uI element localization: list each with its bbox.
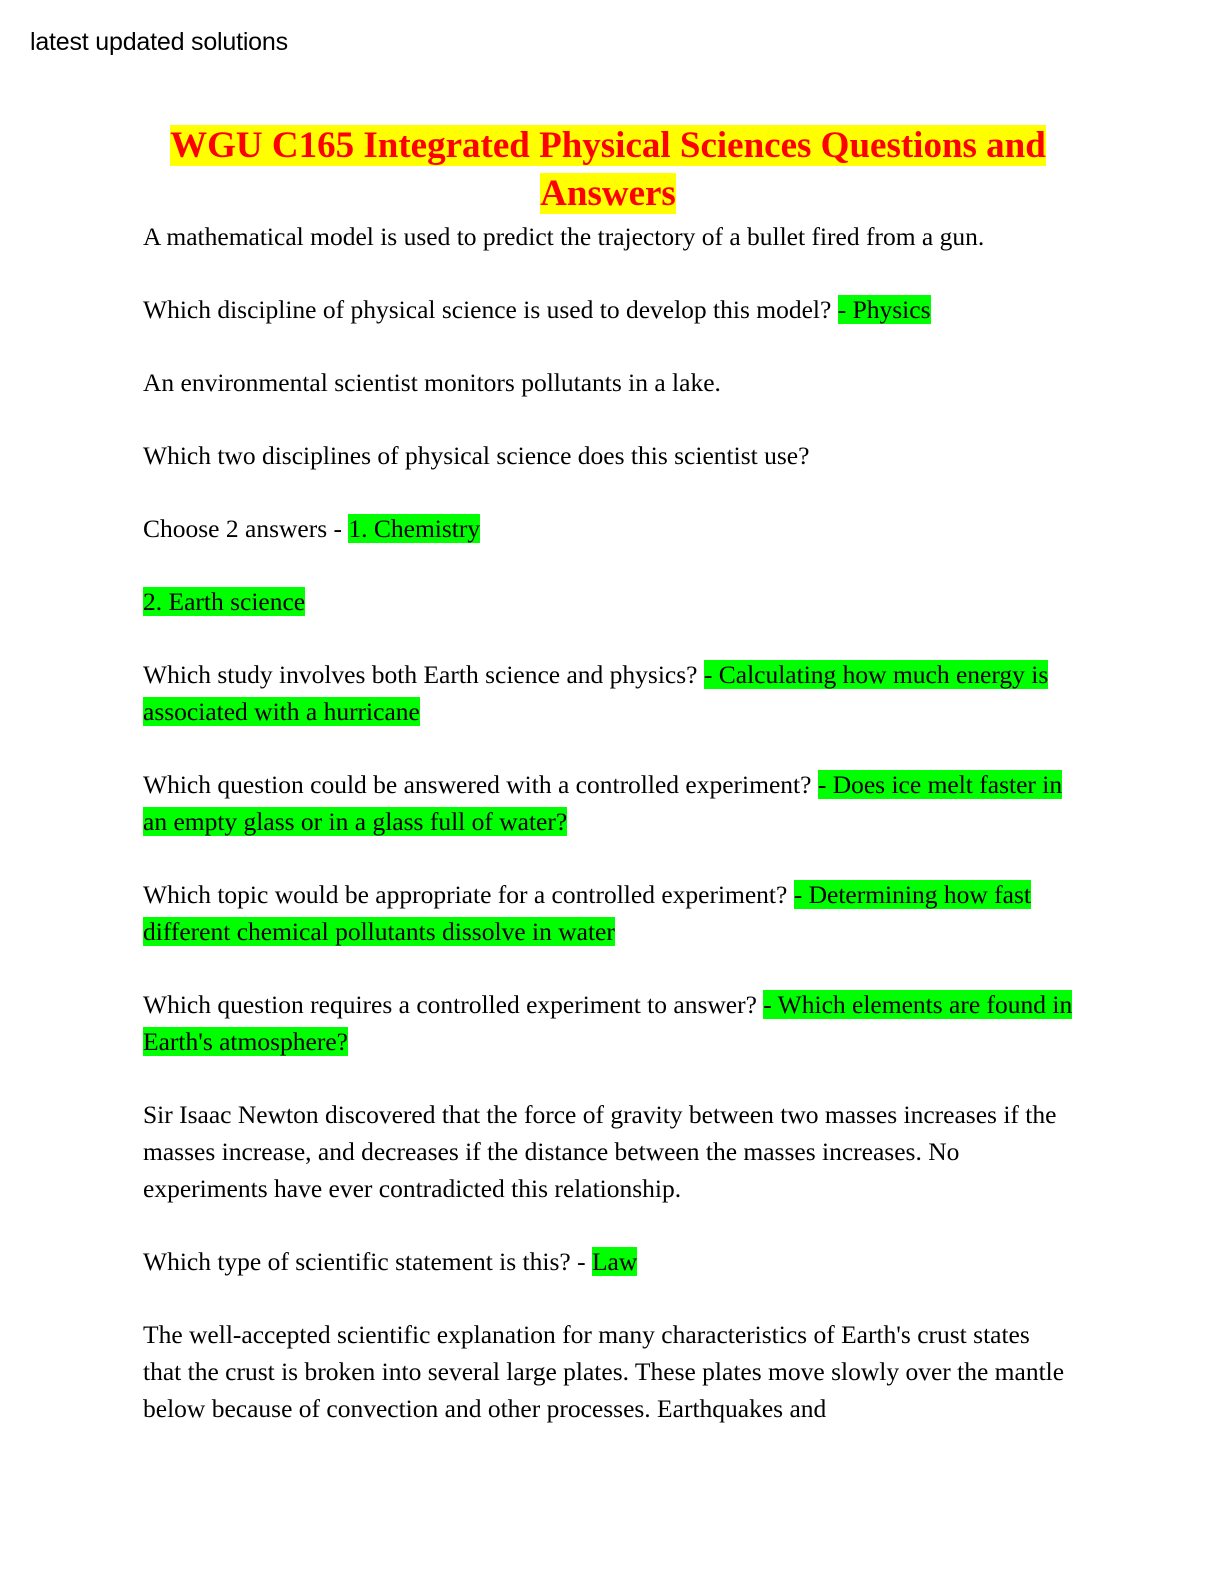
answer-highlight: - Physics bbox=[837, 295, 931, 324]
paragraph-2: Which discipline of physical science is … bbox=[143, 291, 1073, 328]
title-line-2: Answers bbox=[540, 173, 676, 214]
paragraph-text: Which two disciplines of physical scienc… bbox=[143, 441, 810, 470]
paragraph-5: Choose 2 answers - 1. Chemistry bbox=[143, 510, 1073, 547]
paragraph-text: Sir Isaac Newton discovered that the for… bbox=[143, 1100, 1057, 1203]
paragraph-11: Sir Isaac Newton discovered that the for… bbox=[143, 1096, 1073, 1207]
question-text: Which question could be answered with a … bbox=[143, 770, 818, 799]
paragraph-13: The well-accepted scientific explanation… bbox=[143, 1316, 1073, 1427]
answer-highlight: 1. Chemistry bbox=[348, 514, 481, 543]
paragraph-6: 2. Earth science bbox=[143, 583, 1073, 620]
document-title: WGU C165 Integrated Physical Sciences Qu… bbox=[143, 122, 1073, 218]
paragraph-8: Which question could be answered with a … bbox=[143, 766, 1073, 840]
paragraph-3: An environmental scientist monitors poll… bbox=[143, 364, 1073, 401]
question-text: Choose 2 answers - bbox=[143, 514, 349, 543]
paragraph-text: A mathematical model is used to predict … bbox=[143, 222, 985, 251]
answer-highlight: 2. Earth science bbox=[143, 587, 306, 616]
paragraph-4: Which two disciplines of physical scienc… bbox=[143, 437, 1073, 474]
question-text: Which discipline of physical science is … bbox=[143, 295, 838, 324]
paragraph-7: Which study involves both Earth science … bbox=[143, 656, 1073, 730]
document-body: WGU C165 Integrated Physical Sciences Qu… bbox=[143, 122, 1073, 1463]
question-text: Which study involves both Earth science … bbox=[143, 660, 704, 689]
paragraph-text: The well-accepted scientific explanation… bbox=[143, 1320, 1065, 1423]
question-text: Which topic would be appropriate for a c… bbox=[143, 880, 794, 909]
answer-highlight: Law bbox=[591, 1247, 638, 1276]
question-text: Which question requires a controlled exp… bbox=[143, 990, 764, 1019]
paragraph-9: Which topic would be appropriate for a c… bbox=[143, 876, 1073, 950]
paragraph-1: A mathematical model is used to predict … bbox=[143, 218, 1073, 255]
paragraph-12: Which type of scientific statement is th… bbox=[143, 1243, 1073, 1280]
header-note: latest updated solutions bbox=[30, 28, 288, 56]
title-line-1: WGU C165 Integrated Physical Sciences Qu… bbox=[170, 125, 1046, 166]
paragraph-10: Which question requires a controlled exp… bbox=[143, 986, 1073, 1060]
question-text: Which type of scientific statement is th… bbox=[143, 1247, 592, 1276]
paragraph-text: An environmental scientist monitors poll… bbox=[143, 368, 721, 397]
